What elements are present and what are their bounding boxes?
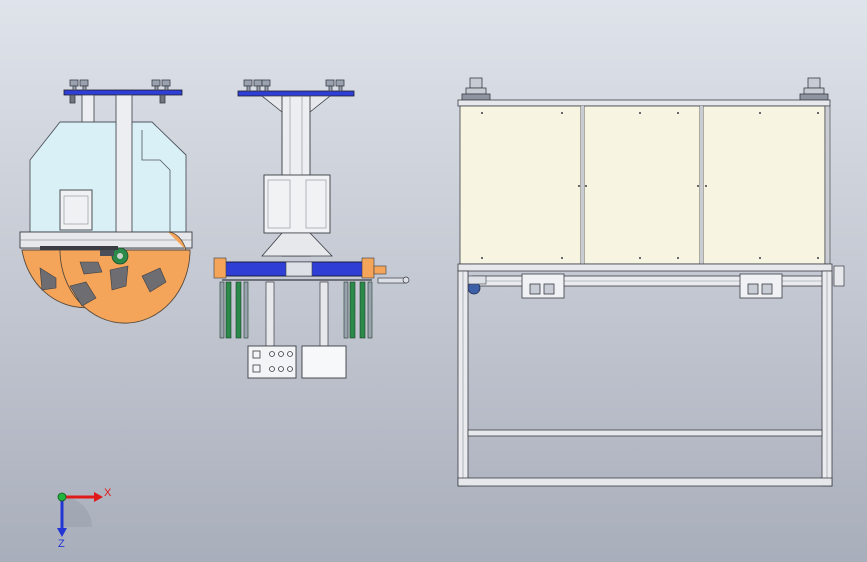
side-glass-right xyxy=(131,121,187,233)
side-glass-enclosure xyxy=(29,121,117,233)
triad-shadow xyxy=(62,497,92,527)
elevation-view[interactable] xyxy=(457,77,845,487)
front-enclosure xyxy=(263,174,331,234)
front-plain-box xyxy=(301,345,347,379)
side-glass-notch xyxy=(141,130,171,232)
elevation-screws xyxy=(481,112,819,259)
x-axis-arrow xyxy=(94,492,103,502)
elevation-lower-rail xyxy=(467,429,823,437)
side-small-post xyxy=(81,94,95,126)
front-top-bar xyxy=(237,90,355,97)
side-vertical-post xyxy=(115,94,133,236)
front-green-rods xyxy=(219,281,373,339)
axis-origin-icon xyxy=(57,492,67,502)
side-view[interactable] xyxy=(19,79,193,324)
elevation-top-rail xyxy=(457,99,831,107)
elevation-panel-left xyxy=(459,105,582,265)
front-view[interactable] xyxy=(213,79,410,379)
side-control-box xyxy=(59,189,93,231)
elevation-top-feet xyxy=(461,77,829,101)
elevation-bottom-rail xyxy=(457,477,833,487)
x-axis-label: X xyxy=(104,487,112,499)
z-axis-arrow xyxy=(57,528,67,537)
axis-triad[interactable]: X Z xyxy=(57,487,112,550)
front-suction-cups xyxy=(243,79,345,92)
front-arm xyxy=(377,277,407,284)
z-axis-label: Z xyxy=(58,538,65,550)
side-top-bar xyxy=(63,89,183,96)
elevation-panel-right xyxy=(702,105,826,265)
side-wheel-windows xyxy=(39,261,167,307)
elevation-panel-middle xyxy=(583,105,701,265)
elevation-carriage-left xyxy=(521,273,565,299)
elevation-mid-rail xyxy=(457,263,833,272)
elevation-carriage-right xyxy=(739,273,783,299)
side-suction-cups xyxy=(69,79,171,104)
